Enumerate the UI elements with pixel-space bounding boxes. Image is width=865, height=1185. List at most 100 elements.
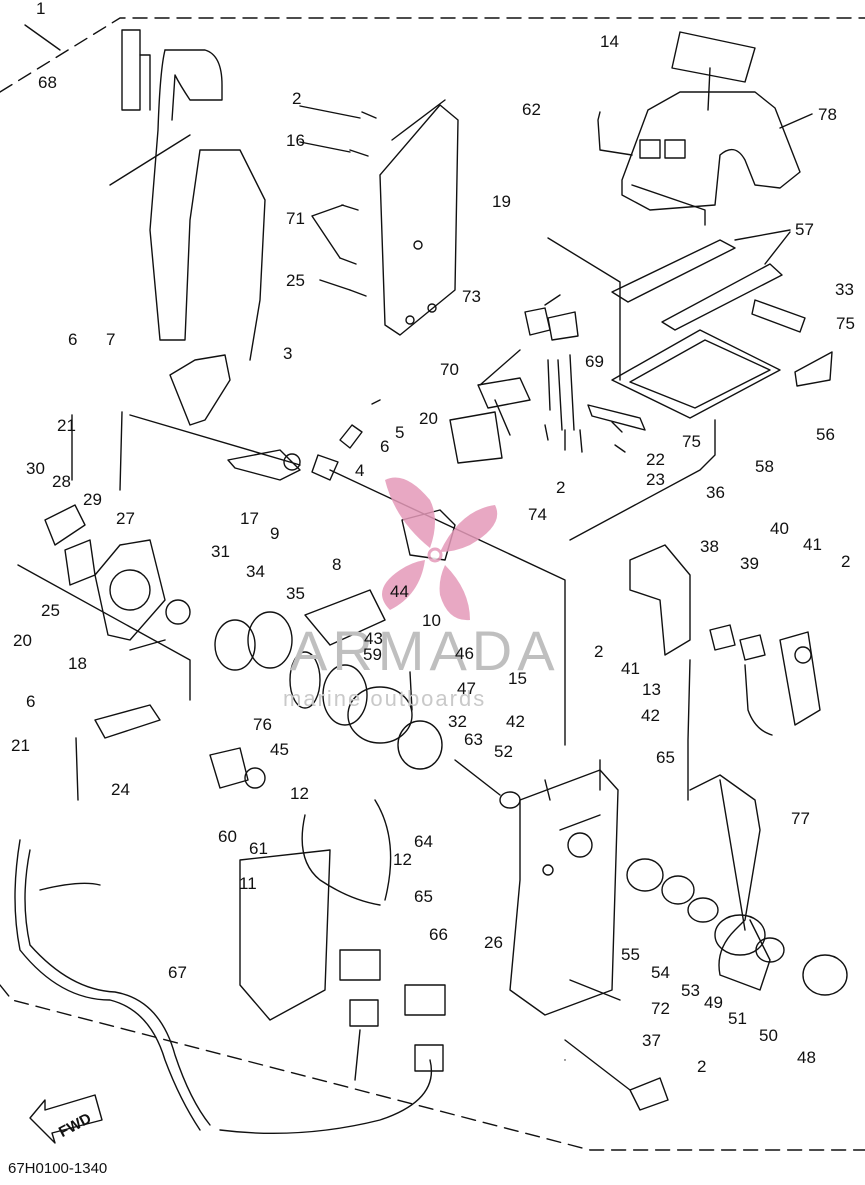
- callout-71: 71: [286, 209, 305, 228]
- callout-45: 45: [270, 740, 289, 759]
- callout-42-center: 42: [506, 712, 525, 731]
- callout-61: 61: [249, 839, 268, 858]
- callout-67: 67: [168, 963, 187, 982]
- callout-46: 46: [455, 644, 474, 663]
- wire-harness: [14, 799, 446, 1135]
- callout-11: 11: [239, 874, 257, 893]
- callout-2-right: 2: [841, 552, 851, 571]
- callout-65-bottom: 65: [414, 887, 433, 906]
- callout-77: 77: [791, 809, 810, 828]
- callout-66: 66: [429, 925, 448, 944]
- callout-12-mid: 12: [393, 850, 412, 869]
- callout-75-mid: 75: [682, 432, 701, 451]
- callout-25-left: 25: [41, 601, 60, 620]
- callout-57: 57: [795, 220, 814, 239]
- callout-4: 4: [355, 461, 365, 480]
- callout-19: 19: [492, 192, 511, 211]
- callout-36: 36: [706, 483, 725, 502]
- callout-54: 54: [651, 963, 670, 982]
- neutral-bracket: [629, 544, 821, 736]
- side-plate: [299, 99, 459, 336]
- callout-13: 13: [642, 680, 661, 699]
- border-bottom-dashed: [0, 984, 865, 1151]
- callout-51: 51: [728, 1009, 747, 1028]
- right-lever: [626, 659, 848, 996]
- callout-48: 48: [797, 1048, 816, 1067]
- callout-68: 68: [38, 73, 57, 92]
- callout-53: 53: [681, 981, 700, 1000]
- callout-7: 7: [106, 330, 116, 349]
- top-cover: [597, 31, 813, 226]
- callout-6-mid: 6: [380, 437, 390, 456]
- callout-56: 56: [816, 425, 835, 444]
- callout-47: 47: [457, 679, 476, 698]
- fwd-arrow-icon: [29, 1094, 103, 1144]
- left-mechanism: [44, 354, 301, 641]
- callout-16: 16: [286, 131, 305, 150]
- callout-28: 28: [52, 472, 71, 491]
- callout-41-right: 41: [803, 535, 822, 554]
- callout-34: 34: [246, 562, 265, 581]
- callout-15: 15: [508, 669, 527, 688]
- callout-69: 69: [585, 352, 604, 371]
- callout-10: 10: [422, 611, 441, 630]
- callout-40: 40: [770, 519, 789, 538]
- callout-39: 39: [740, 554, 759, 573]
- callout-75-top: 75: [836, 314, 855, 333]
- callout-1: 1: [36, 0, 46, 18]
- callout-30: 30: [26, 459, 45, 478]
- callout-27: 27: [116, 509, 135, 528]
- callout-59: 59: [363, 645, 382, 664]
- callout-2-center: 2: [594, 642, 604, 661]
- callout-24: 24: [111, 780, 130, 799]
- callout-65-top: 65: [656, 748, 675, 767]
- watermark-brand: ARMADA: [290, 619, 560, 682]
- callout-22: 22: [646, 450, 665, 469]
- callout-9: 9: [270, 524, 280, 543]
- control-handle: [109, 29, 266, 361]
- leader-1: [24, 24, 61, 51]
- rail-assembly: [587, 229, 833, 453]
- callout-25-top: 25: [286, 271, 305, 290]
- callout-20-left: 20: [13, 631, 32, 650]
- callout-60: 60: [218, 827, 237, 846]
- callout-2-bottom: 2: [697, 1057, 707, 1076]
- callout-78: 78: [818, 105, 837, 124]
- callout-6-left: 6: [26, 692, 36, 711]
- callout-14: 14: [600, 32, 619, 51]
- callout-41-center: 41: [621, 659, 640, 678]
- callout-17: 17: [240, 509, 259, 528]
- callout-33: 33: [835, 280, 854, 299]
- border-top-dashed: [0, 17, 865, 93]
- switch-assembly: [449, 237, 621, 464]
- callout-55: 55: [621, 945, 640, 964]
- callout-64: 64: [414, 832, 433, 851]
- callout-76: 76: [253, 715, 272, 734]
- clip-37: [564, 1039, 669, 1111]
- gear-cluster: [214, 589, 521, 809]
- callout-58: 58: [755, 457, 774, 476]
- callout-2-mid: 2: [556, 478, 566, 497]
- callout-18: 18: [68, 654, 87, 673]
- callout-52: 52: [494, 742, 513, 761]
- callout-21-top: 21: [57, 416, 76, 435]
- callout-50: 50: [759, 1026, 778, 1045]
- callout-3: 3: [283, 344, 293, 363]
- callout-6-top: 6: [68, 330, 78, 349]
- callout-35: 35: [286, 584, 305, 603]
- callout-8: 8: [332, 555, 342, 574]
- callout-23: 23: [646, 470, 665, 489]
- callout-43: 43: [364, 629, 383, 648]
- callout-26: 26: [484, 933, 503, 952]
- callout-37: 37: [642, 1031, 661, 1050]
- lower-left-bracket: [17, 414, 266, 801]
- armada-logo-icon: [382, 477, 498, 621]
- callout-73: 73: [462, 287, 481, 306]
- callout-5: 5: [395, 423, 405, 442]
- watermark-tagline: marine outboards: [283, 686, 487, 711]
- callout-63: 63: [464, 730, 483, 749]
- callout-44: 44: [390, 582, 409, 601]
- callout-38: 38: [700, 537, 719, 556]
- main-housing: [509, 759, 621, 1016]
